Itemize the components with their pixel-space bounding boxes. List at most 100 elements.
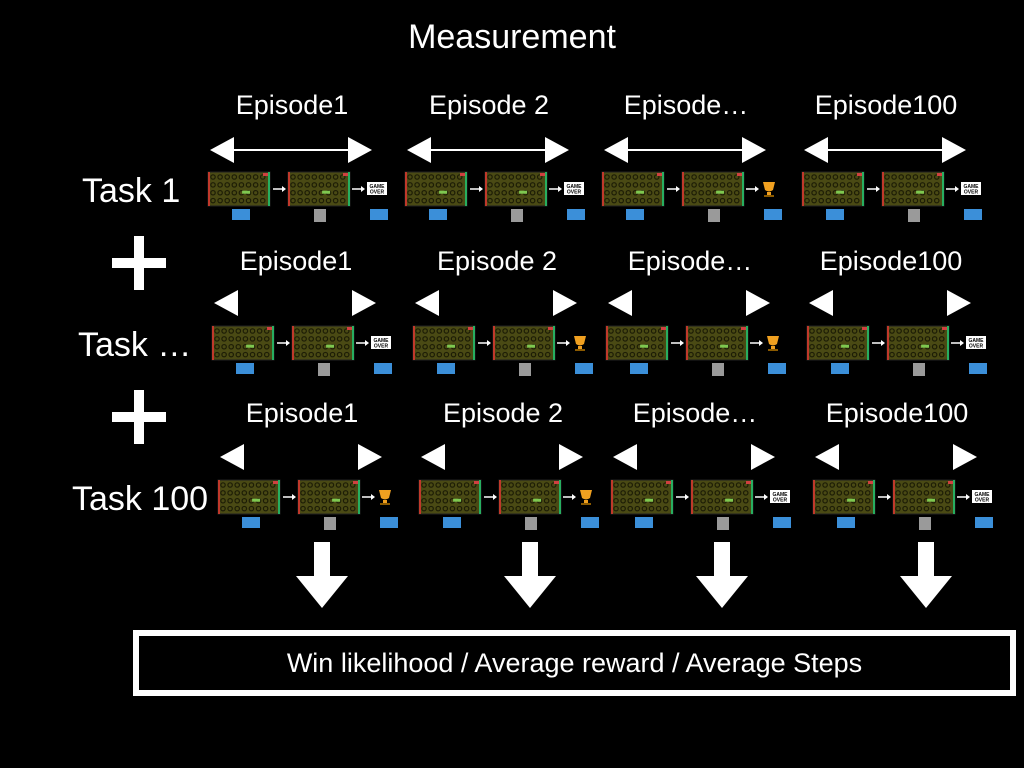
game-screenshot — [886, 325, 950, 361]
trophy-icon — [574, 336, 586, 351]
action-block-blue — [437, 363, 455, 374]
episode-sequence — [605, 290, 786, 376]
game-screenshot — [287, 171, 351, 207]
game-screenshot — [492, 325, 556, 361]
arrow-right-head — [559, 444, 583, 470]
game-over-text: OVER — [374, 344, 389, 350]
game-screenshot — [404, 171, 468, 207]
action-block-blue — [773, 517, 791, 528]
action-block-blue — [626, 209, 644, 220]
step-arrow-head — [371, 494, 375, 500]
action-block-blue — [764, 209, 782, 220]
action-block-blue — [232, 209, 250, 220]
arrow-left-head — [604, 137, 628, 163]
action-block-blue — [575, 363, 593, 374]
step-arrow-head — [493, 494, 497, 500]
down-arrow-icon — [696, 542, 748, 608]
arrow-right-head — [746, 290, 770, 316]
game-screenshot — [801, 171, 865, 207]
game-over-text: GAME — [374, 338, 390, 344]
game-over-text: GAME — [964, 184, 980, 190]
step-arrow-head — [960, 340, 964, 346]
game-screenshot — [297, 479, 361, 515]
action-block-blue — [370, 209, 388, 220]
arrow-left-head — [415, 290, 439, 316]
action-block-blue — [429, 209, 447, 220]
game-screenshot — [217, 479, 281, 515]
step-arrow-head — [487, 340, 491, 346]
episode-sequence — [601, 137, 782, 222]
arrow-right-head — [348, 137, 372, 163]
arrow-left-head — [608, 290, 632, 316]
arrow-left-head — [214, 290, 238, 316]
trophy-icon — [580, 490, 592, 505]
game-over-text: GAME — [773, 492, 789, 498]
step-arrow-head — [876, 186, 880, 192]
action-block-blue — [826, 209, 844, 220]
arrow-left-head — [613, 444, 637, 470]
arrow-left-head — [815, 444, 839, 470]
arrow-right-head — [553, 290, 577, 316]
action-block-blue — [975, 517, 993, 528]
arrow-right-head — [953, 444, 977, 470]
step-arrow-head — [966, 494, 970, 500]
episode-sequence — [217, 444, 398, 530]
episode-label: Episode 2 — [442, 398, 564, 428]
plus-icon — [112, 390, 166, 444]
action-block-blue — [964, 209, 982, 220]
step-arrow-head — [685, 494, 689, 500]
action-block-blue — [635, 517, 653, 528]
plus-icon — [112, 236, 166, 290]
step-arrow-head — [755, 186, 759, 192]
episode-label: Episode… — [627, 246, 753, 276]
game-over-text: GAME — [969, 338, 985, 344]
episode-label: Episode100 — [819, 246, 963, 276]
arrow-left-head — [809, 290, 833, 316]
step-arrow-head — [361, 186, 365, 192]
arrow-right-head — [545, 137, 569, 163]
action-block-grey — [511, 209, 523, 222]
action-block-grey — [525, 517, 537, 530]
game-screenshot — [806, 325, 870, 361]
step-arrow-head — [764, 494, 768, 500]
game-over-text: OVER — [964, 190, 979, 196]
step-arrow-head — [572, 494, 576, 500]
arrow-left-head — [804, 137, 828, 163]
game-over-text: OVER — [975, 498, 990, 504]
action-block-blue — [768, 363, 786, 374]
game-screenshot — [498, 479, 562, 515]
episode-label: Episode… — [632, 398, 758, 428]
arrow-left-head — [407, 137, 431, 163]
game-screenshot — [681, 171, 745, 207]
action-block-grey — [314, 209, 326, 222]
action-block-blue — [831, 363, 849, 374]
step-arrow-head — [887, 494, 891, 500]
action-block-blue — [374, 363, 392, 374]
game-screenshot — [610, 479, 674, 515]
action-block-blue — [581, 517, 599, 528]
game-screenshot — [812, 479, 876, 515]
down-arrow-icon — [900, 542, 952, 608]
arrow-right-head — [352, 290, 376, 316]
action-block-blue — [236, 363, 254, 374]
action-block-blue — [380, 517, 398, 528]
game-screenshot — [605, 325, 669, 361]
action-block-grey — [324, 517, 336, 530]
arrow-right-head — [942, 137, 966, 163]
step-arrow-head — [292, 494, 296, 500]
step-arrow-head — [881, 340, 885, 346]
arrow-left-head — [220, 444, 244, 470]
action-block-grey — [717, 517, 729, 530]
game-screenshot — [412, 325, 476, 361]
game-over-text: OVER — [567, 190, 582, 196]
arrow-right-head — [358, 444, 382, 470]
action-block-blue — [567, 209, 585, 220]
